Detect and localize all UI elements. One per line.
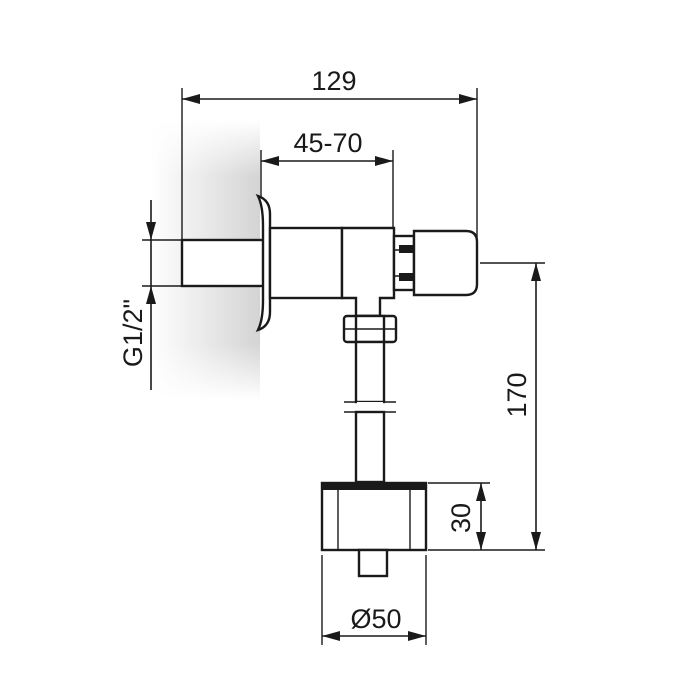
push-button-cap bbox=[412, 229, 479, 297]
outlet-spout bbox=[357, 548, 389, 578]
dimension-wall-range bbox=[260, 150, 394, 235]
dimension-body-diameter bbox=[321, 555, 427, 645]
dimension-overall-length bbox=[181, 88, 478, 262]
overall-length-label: 129 bbox=[311, 66, 356, 96]
dimension-body-height bbox=[428, 482, 490, 550]
body-diameter-label: Ø50 bbox=[350, 604, 401, 634]
inlet-pipe bbox=[180, 238, 266, 288]
wall-range-label: 45-70 bbox=[293, 128, 362, 158]
outlet-pipe bbox=[344, 340, 396, 484]
height-label: 170 bbox=[502, 372, 532, 417]
wall-flange bbox=[255, 193, 272, 333]
outlet-hex-nut bbox=[342, 314, 398, 344]
dimension-height bbox=[428, 262, 545, 551]
dimension-thread bbox=[142, 200, 182, 390]
body-height-label: 30 bbox=[446, 503, 476, 533]
hex-nut-head bbox=[392, 234, 416, 292]
valve-body bbox=[268, 226, 396, 318]
thread-label: G1/2" bbox=[118, 299, 148, 367]
flush-body bbox=[320, 481, 428, 552]
